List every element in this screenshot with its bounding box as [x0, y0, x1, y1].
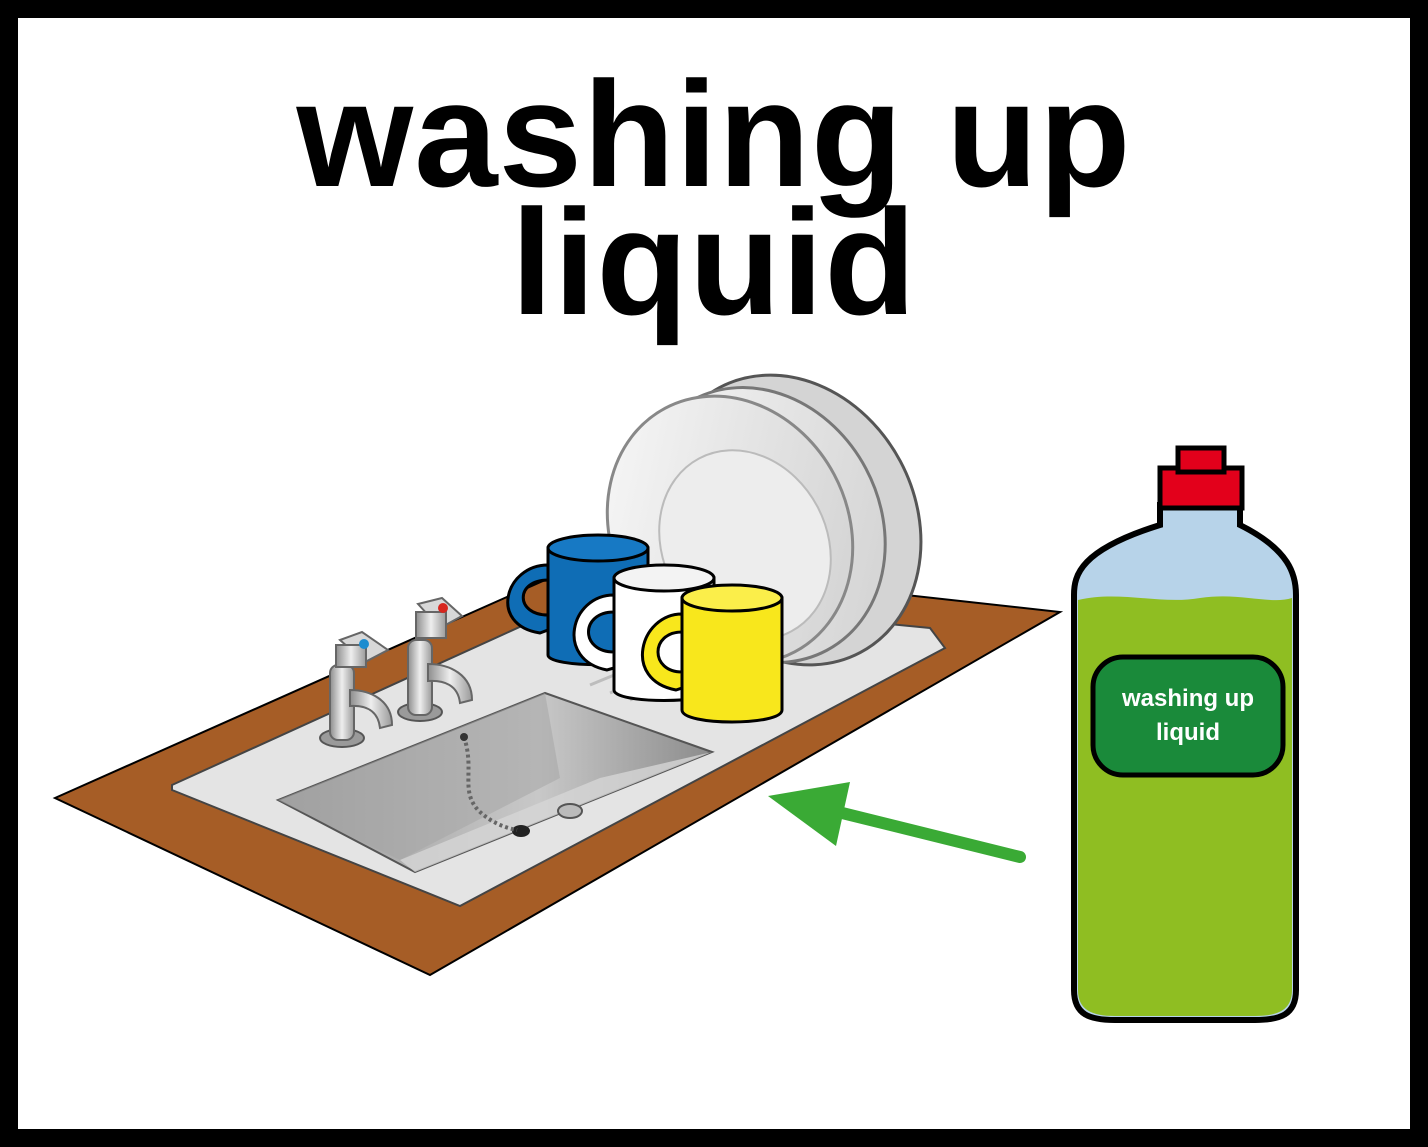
- chain-icon: [462, 736, 518, 832]
- drain-icon: [557, 803, 583, 819]
- bottle-label: washing up liquid: [1098, 662, 1278, 770]
- hot-tap-icon: [397, 596, 474, 722]
- bottle-label-line-2: liquid: [1156, 719, 1220, 746]
- title-line-1: washing up: [296, 50, 1132, 218]
- cold-tap-icon: [319, 630, 394, 748]
- arrow-icon: [768, 782, 1026, 863]
- bottle-label-panel: [1090, 654, 1286, 778]
- yellow-mug-icon: [641, 583, 784, 724]
- bottle-label-line-1: washing up: [1122, 685, 1254, 712]
- bottle-icon: [1071, 445, 1299, 1023]
- plug-icon: [512, 825, 530, 837]
- page-title: washing up liquid: [0, 50, 1428, 346]
- title-line-2: liquid: [511, 178, 917, 346]
